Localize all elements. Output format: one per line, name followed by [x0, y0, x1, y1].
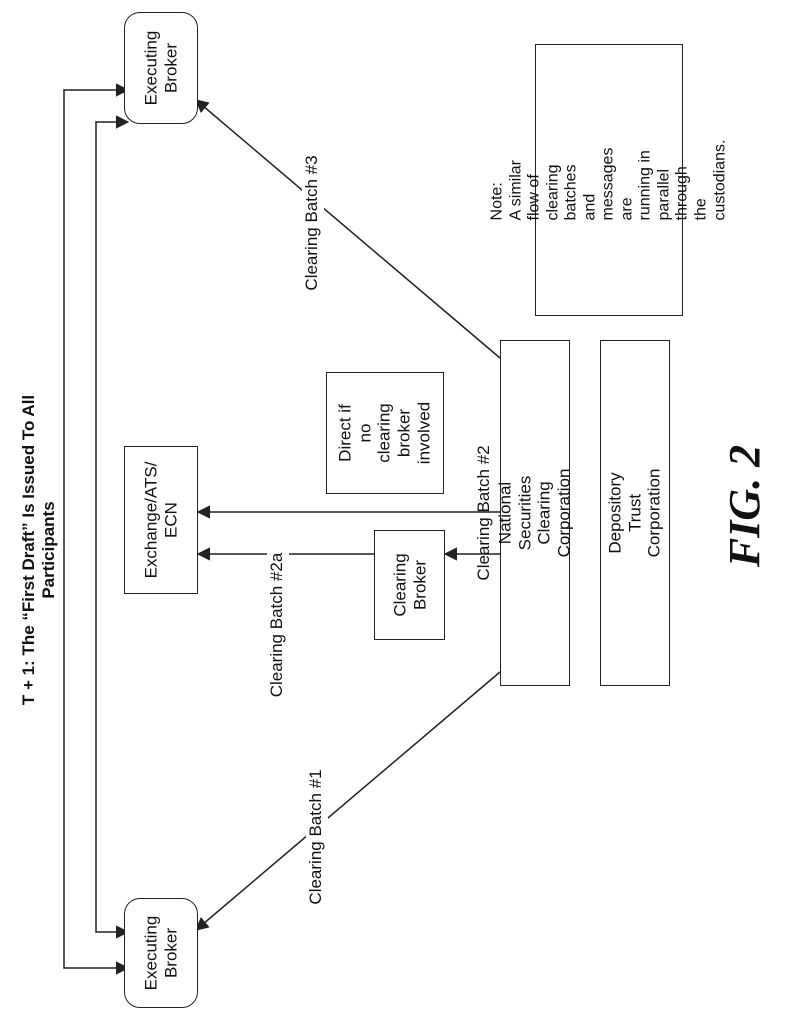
- exchange-label: Exchange/ATS/ ECN: [141, 462, 180, 579]
- clearing-broker-label: Clearing Broker: [390, 553, 429, 616]
- executing-broker-bottom-node: Executing Broker: [124, 898, 198, 1008]
- batch3-label: Clearing Batch #3: [302, 138, 324, 308]
- nscc-label: National Securities Clearing Corporation: [496, 469, 575, 558]
- direct-if-no-clearing-broker-box: Direct if no clearing broker involved: [326, 372, 444, 494]
- dtc-label: Depository Trust Corporation: [605, 469, 664, 558]
- executing-broker-top-node: Executing Broker: [124, 12, 198, 124]
- dtc-node: Depository Trust Corporation: [600, 340, 670, 686]
- parallel-flow-note-text: Note: A similar flow of clearing batches…: [488, 140, 729, 221]
- page-title: T + 1: The “First Draft” Is Issued To Al…: [19, 270, 67, 830]
- batch3-arrow: [196, 100, 500, 358]
- nscc-node: National Securities Clearing Corporation: [500, 340, 570, 686]
- batch1-label: Clearing Batch #1: [306, 752, 328, 922]
- batch1-arrow: [196, 672, 500, 930]
- figure-label: FIG. 2: [719, 431, 775, 581]
- executing-broker-top-label: Executing Broker: [141, 31, 180, 106]
- exchange-node: Exchange/ATS/ ECN: [124, 446, 198, 594]
- batch2-label: Clearing Batch #2: [474, 428, 496, 598]
- parallel-flow-note-box: Note: A similar flow of clearing batches…: [535, 44, 683, 316]
- clearing-broker-node: Clearing Broker: [374, 530, 445, 640]
- executing-broker-bottom-label: Executing Broker: [141, 916, 180, 991]
- batch2a-label: Clearing Batch #2a: [267, 535, 289, 715]
- direct-if-no-clearing-broker-label: Direct if no clearing broker involved: [336, 402, 435, 464]
